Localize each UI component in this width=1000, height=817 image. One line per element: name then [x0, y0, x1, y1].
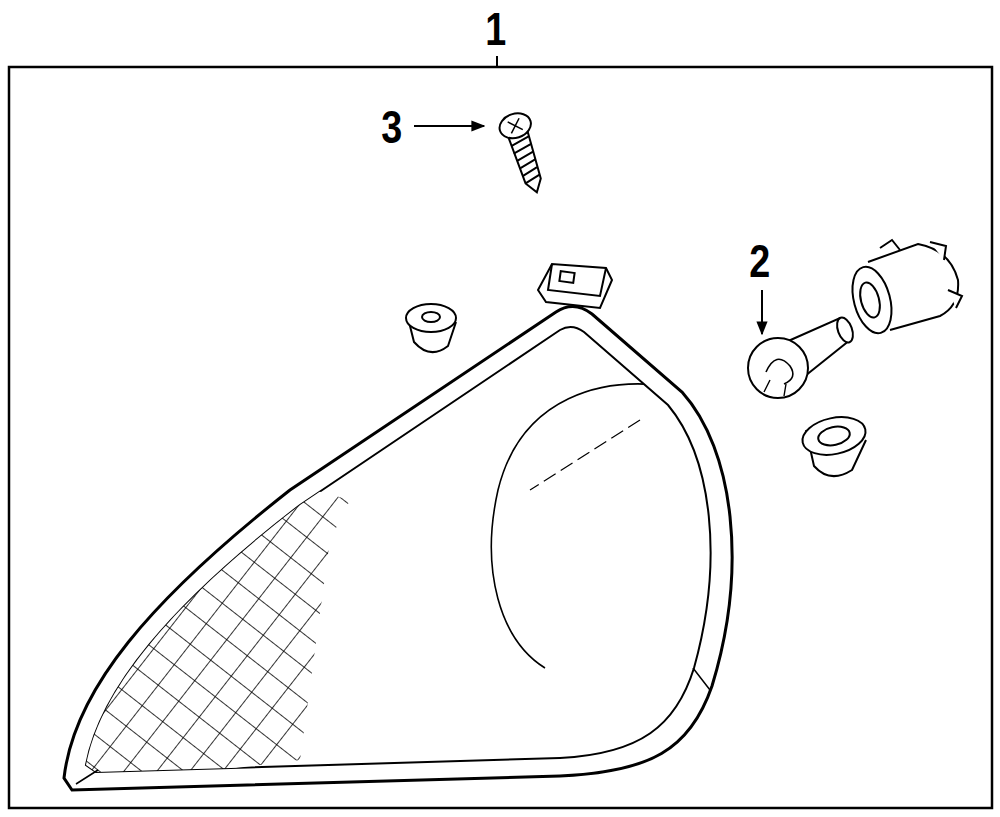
callout-number: 2: [749, 238, 770, 284]
leader-line: [496, 56, 498, 67]
leader-line: [414, 125, 484, 127]
bulb: [748, 315, 856, 398]
mounting-tab: [538, 264, 612, 308]
lamp-housing: [60, 306, 732, 800]
callout-number: 3: [381, 104, 402, 150]
socket: [846, 240, 962, 338]
leader-line: [761, 290, 763, 334]
frame: [9, 67, 992, 808]
screw: [496, 109, 552, 197]
grommet: [799, 412, 869, 476]
callout-number: 1: [485, 6, 506, 52]
grommet: [406, 304, 456, 352]
